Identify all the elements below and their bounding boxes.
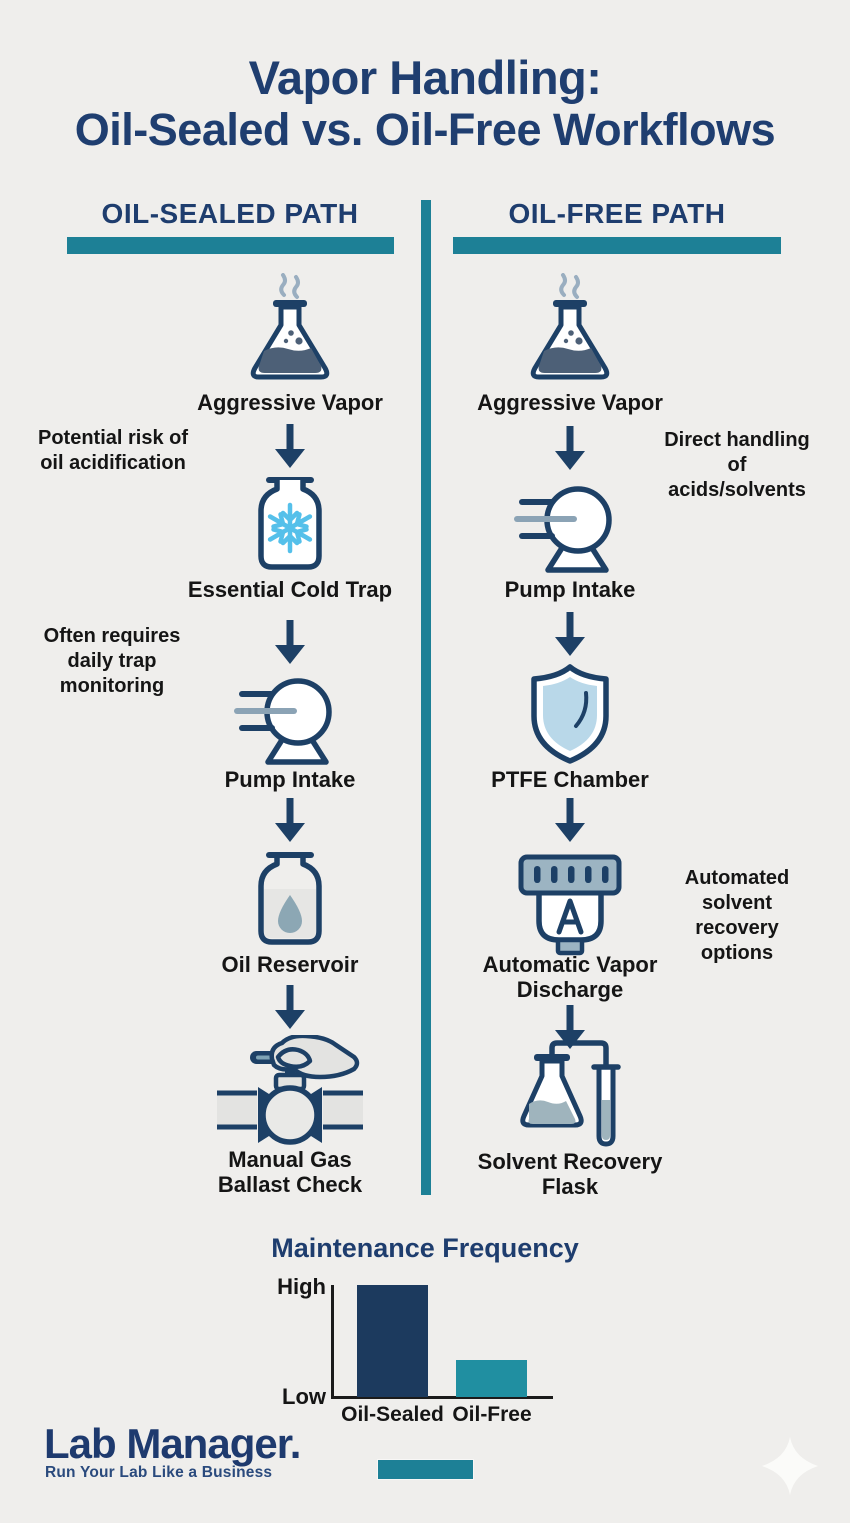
bar-label-oil-free: Oil-Free (452, 1403, 532, 1426)
bar-oil-free (456, 1360, 527, 1397)
step-label: Aggressive Vapor (477, 390, 663, 415)
down-arrow-icon (555, 1005, 585, 1049)
ytick-low: Low (282, 1384, 326, 1409)
pump-icon (514, 486, 612, 573)
page-title: Vapor Handling: (248, 51, 602, 104)
down-arrow-icon (275, 620, 305, 664)
step-label: Oil Reservoir (221, 952, 359, 977)
auto-discharge-icon (518, 854, 622, 956)
step-label: Essential Cold Trap (187, 577, 393, 602)
shield-icon (531, 664, 609, 764)
step-label: Pump Intake (504, 577, 636, 602)
oil-free-underline-bar (453, 237, 781, 254)
cold-trap-icon (258, 477, 322, 570)
down-arrow-icon (555, 798, 585, 842)
step-label: Pump Intake (224, 767, 356, 792)
lab-manager-logo: Lab Manager. (44, 1420, 301, 1467)
oil-sealed-underline-bar (67, 237, 394, 254)
valve-hand-icon (217, 1035, 363, 1145)
step-label: Manual Gas Ballast Check (217, 1147, 363, 1197)
ytick-high: High (277, 1274, 326, 1299)
down-arrow-icon (555, 612, 585, 656)
footer-accent-bar (377, 1459, 474, 1480)
column-divider (421, 200, 431, 1195)
page-subtitle: Oil-Sealed vs. Oil-Free Workflows (74, 104, 776, 155)
column-header-oil-free: OIL-FREE PATH (508, 198, 726, 229)
pump-icon (234, 678, 332, 765)
sparkle-icon (762, 1437, 818, 1495)
step-label: Aggressive Vapor (197, 390, 383, 415)
down-arrow-icon (275, 424, 305, 468)
flask-vapor-icon (250, 273, 330, 380)
side-note: Potential risk of oil acidification (37, 427, 189, 474)
logo-tagline: Run Your Lab Like a Business (45, 1464, 273, 1481)
step-label: Solvent Recovery Flask (477, 1149, 663, 1199)
x-axis (331, 1396, 553, 1399)
flask-vapor-icon (530, 273, 610, 380)
side-note: Automated solvent recovery options (684, 867, 790, 964)
recovery-flask-icon (520, 1040, 621, 1147)
y-axis (331, 1285, 334, 1398)
side-note: Direct handling of acids/solvents (664, 429, 810, 501)
step-label: PTFE Chamber (491, 767, 649, 792)
bar-label-oil-sealed: Oil-Sealed (341, 1403, 444, 1426)
bar-oil-sealed (357, 1285, 428, 1397)
side-note: Often requires daily trap monitoring (43, 625, 181, 697)
chart-title: Maintenance Frequency (271, 1233, 579, 1263)
column-header-oil-sealed: OIL-SEALED PATH (101, 198, 359, 229)
down-arrow-icon (555, 426, 585, 470)
down-arrow-icon (275, 985, 305, 1029)
oil-reservoir-icon (258, 852, 322, 945)
down-arrow-icon (275, 798, 305, 842)
step-label: Automatic Vapor Discharge (482, 952, 658, 1002)
